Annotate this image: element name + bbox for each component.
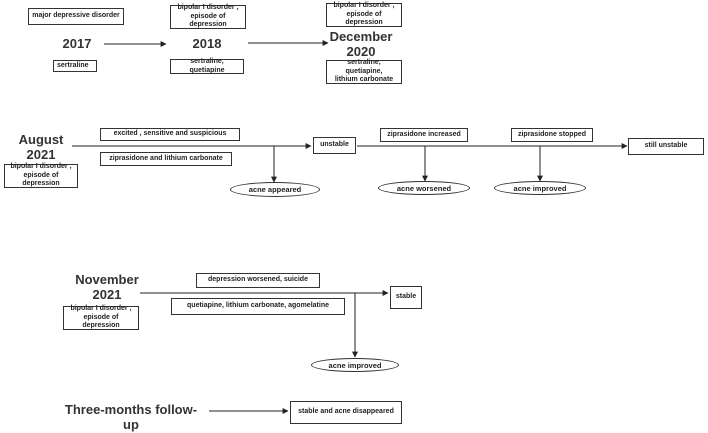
diagnosis-box-aug-2021: bipolar I disorder , episode of depressi… — [4, 163, 78, 188]
treatment-box-dec-2020: sertraline, quetiapine, lithium carbonat… — [326, 59, 402, 84]
treatment-box-2018: sertraline, quetiapine — [170, 58, 244, 74]
outcome-box: stable and acne disappeared — [290, 401, 402, 424]
acne-improved-ellipse-2: acne improved — [311, 358, 399, 372]
acne-improved-ellipse: acne improved — [494, 181, 586, 195]
status-box-unstable: unstable — [313, 137, 356, 154]
date-label-dec-2020: December 2020 — [329, 29, 393, 59]
treatment-box-2017: sertraline — [53, 60, 97, 72]
acne-worsened-ellipse: acne worsened — [378, 181, 470, 195]
event-box-ziprasidone-stopped: ziprasidone stopped — [511, 128, 593, 142]
date-label-2018: 2018 — [192, 36, 222, 51]
date-label-nov-2021: November 2021 — [75, 272, 139, 302]
date-label-aug-2021: August 2021 — [18, 132, 64, 162]
treatment-box-aug-2021: ziprasidone and lithium carbonate — [100, 152, 232, 166]
event-box-depression-worsened: depression worsened, suicide — [196, 273, 320, 288]
diagnosis-box-nov-2021: bipolar I disorder , episode of depressi… — [63, 305, 139, 330]
treatment-box-nov-2021: quetiapine, lithium carbonate, agomelati… — [171, 298, 345, 315]
event-box-ziprasidone-increased: ziprasidone increased — [380, 128, 468, 142]
date-label-2017: 2017 — [62, 36, 92, 51]
diagnosis-box-dec-2020: bipolar I disorder , episode of depressi… — [326, 2, 402, 27]
symptoms-box: excited , sensitive and suspicious — [100, 128, 240, 141]
follow-up-label: Three-months follow-up — [64, 402, 198, 432]
diagnosis-box-2017: major depressive disorder — [28, 8, 124, 25]
diagnosis-box-2018: bipolar I disorder , episode of depressi… — [170, 4, 246, 29]
status-box-still-unstable: still unstable — [628, 138, 704, 155]
acne-appeared-ellipse: acne appeared — [230, 182, 320, 197]
status-box-stable: stable — [390, 286, 422, 309]
